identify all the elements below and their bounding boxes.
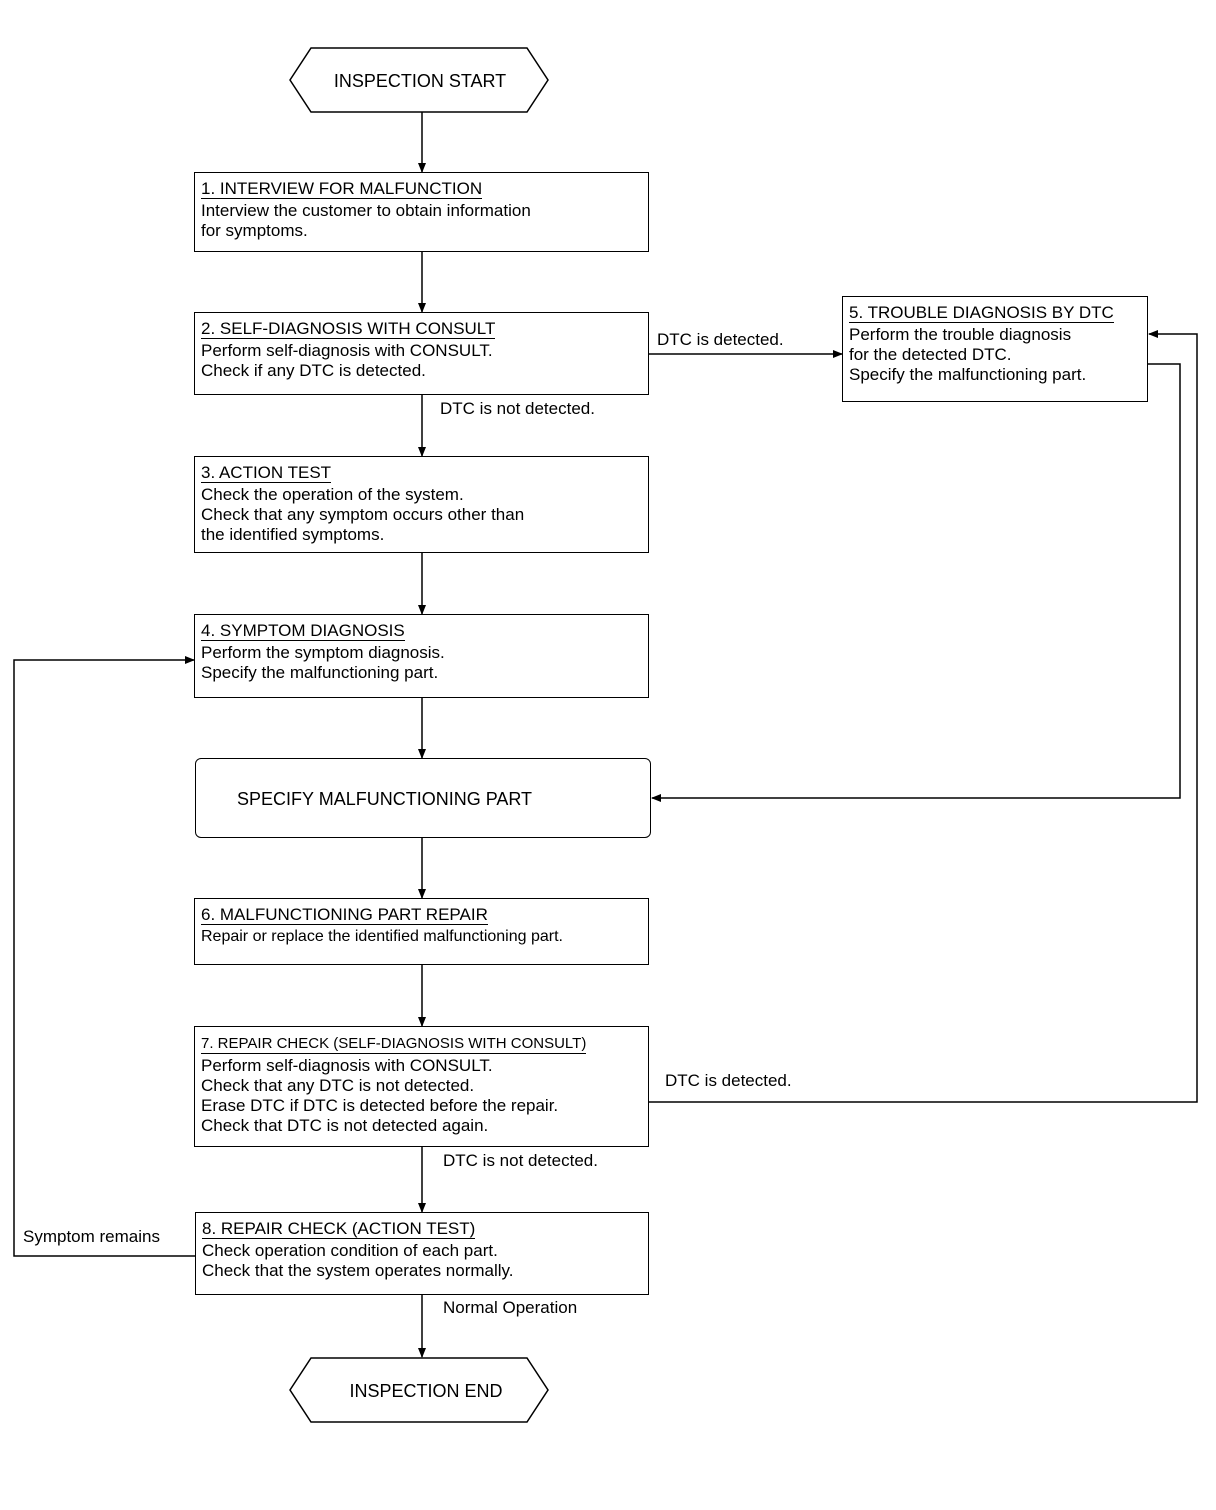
- step-1-line-2: for symptoms.: [201, 221, 308, 240]
- step-4-title: 4. SYMPTOM DIAGNOSIS: [201, 621, 405, 641]
- step-8-line-1: Check operation condition of each part.: [202, 1241, 498, 1260]
- step-3-line-2: Check that any symptom occurs other than: [201, 505, 525, 524]
- step-7-line-2: Check that any DTC is not detected.: [201, 1076, 475, 1095]
- step-4-line-1: Perform the symptom diagnosis.: [201, 643, 445, 662]
- step-3-line-3: the identified symptoms.: [201, 525, 385, 544]
- step-7-line-4: Check that DTC is not detected again.: [201, 1116, 489, 1135]
- specify-malfunctioning-part-label: SPECIFY MALFUNCTIONING PART: [237, 789, 533, 809]
- specify-malfunctioning-part-box: SPECIFY MALFUNCTIONING PART: [195, 758, 651, 838]
- step-8-title: 8. REPAIR CHECK (ACTION TEST): [202, 1219, 476, 1239]
- step-3-title: 3. ACTION TEST: [201, 463, 332, 483]
- arrow-7-to-5: [649, 330, 1198, 1103]
- step-7-box: 7. REPAIR CHECK (SELF-DIAGNOSIS WITH CON…: [194, 1026, 649, 1147]
- step-5-line-3: Specify the malfunctioning part.: [849, 365, 1087, 384]
- step-4-box: 4. SYMPTOM DIAGNOSIS Perform the symptom…: [194, 614, 649, 698]
- step-3-box: 3. ACTION TEST Check the operation of th…: [194, 456, 649, 553]
- step-1-box: 1. INTERVIEW FOR MALFUNCTION Interview t…: [194, 172, 649, 252]
- step-8-box: 8. REPAIR CHECK (ACTION TEST) Check oper…: [195, 1212, 649, 1295]
- step-7-line-3: Erase DTC if DTC is detected before the …: [201, 1096, 559, 1115]
- label-dtc-detected-step2: DTC is detected.: [657, 330, 784, 349]
- inspection-end: INSPECTION END: [349, 1381, 503, 1401]
- label-dtc-not-detected-step7: DTC is not detected.: [443, 1151, 598, 1170]
- step-6-box: 6. MALFUNCTIONING PART REPAIR Repair or …: [194, 898, 649, 965]
- label-symptom-remains: Symptom remains: [23, 1227, 160, 1246]
- start-terminal-shape: [289, 47, 549, 113]
- step-6-title: 6. MALFUNCTIONING PART REPAIR: [201, 905, 488, 925]
- step-8-line-2: Check that the system operates normally.: [202, 1261, 514, 1280]
- label-dtc-detected-step7: DTC is detected.: [665, 1071, 792, 1090]
- step-7-line-1: Perform self-diagnosis with CONSULT.: [201, 1056, 493, 1075]
- inspection-start: INSPECTION START: [333, 71, 507, 91]
- step-2-line-2: Check if any DTC is detected.: [201, 361, 426, 380]
- arrow-5-to-specify: [651, 363, 1181, 802]
- arrow-8-to-4: [13, 656, 195, 1257]
- step-2-box: 2. SELF-DIAGNOSIS WITH CONSULT Perform s…: [194, 312, 649, 395]
- step-5-line-2: for the detected DTC.: [849, 345, 1012, 364]
- label-dtc-not-detected-step2: DTC is not detected.: [440, 399, 595, 418]
- step-5-line-1: Perform the trouble diagnosis: [849, 325, 1072, 344]
- step-4-line-2: Specify the malfunctioning part.: [201, 663, 439, 682]
- step-2-title: 2. SELF-DIAGNOSIS WITH CONSULT: [201, 319, 496, 339]
- step-1-line-1: Interview the customer to obtain informa…: [201, 201, 531, 220]
- step-6-line-1: Repair or replace the identified malfunc…: [201, 928, 563, 945]
- step-1-title: 1. INTERVIEW FOR MALFUNCTION: [201, 179, 483, 199]
- step-5-box: 5. TROUBLE DIAGNOSIS BY DTC Perform the …: [842, 296, 1148, 402]
- end-terminal-shape: [289, 1357, 549, 1423]
- step-7-title: 7. REPAIR CHECK (SELF-DIAGNOSIS WITH CON…: [201, 1035, 587, 1054]
- step-3-line-1: Check the operation of the system.: [201, 485, 464, 504]
- label-normal-operation: Normal Operation: [443, 1298, 578, 1317]
- step-5-title: 5. TROUBLE DIAGNOSIS BY DTC: [849, 303, 1114, 323]
- step-2-line-1: Perform self-diagnosis with CONSULT.: [201, 341, 493, 360]
